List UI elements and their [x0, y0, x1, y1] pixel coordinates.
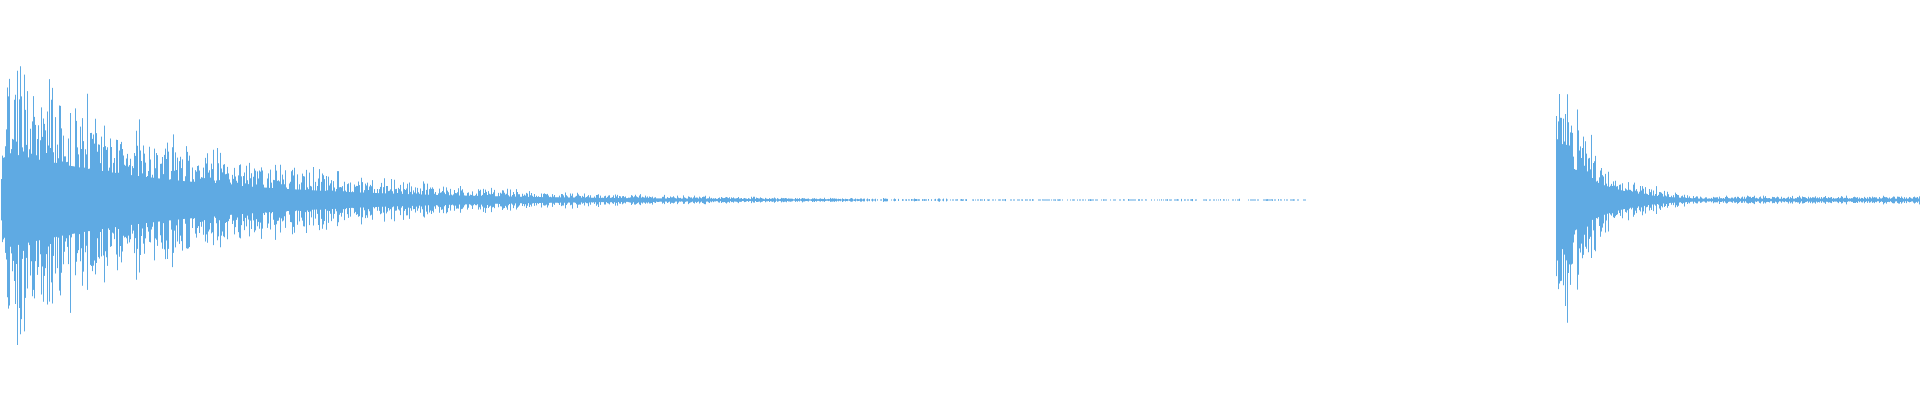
- waveform-bars: [1, 66, 1920, 345]
- waveform-path: [1, 66, 1920, 345]
